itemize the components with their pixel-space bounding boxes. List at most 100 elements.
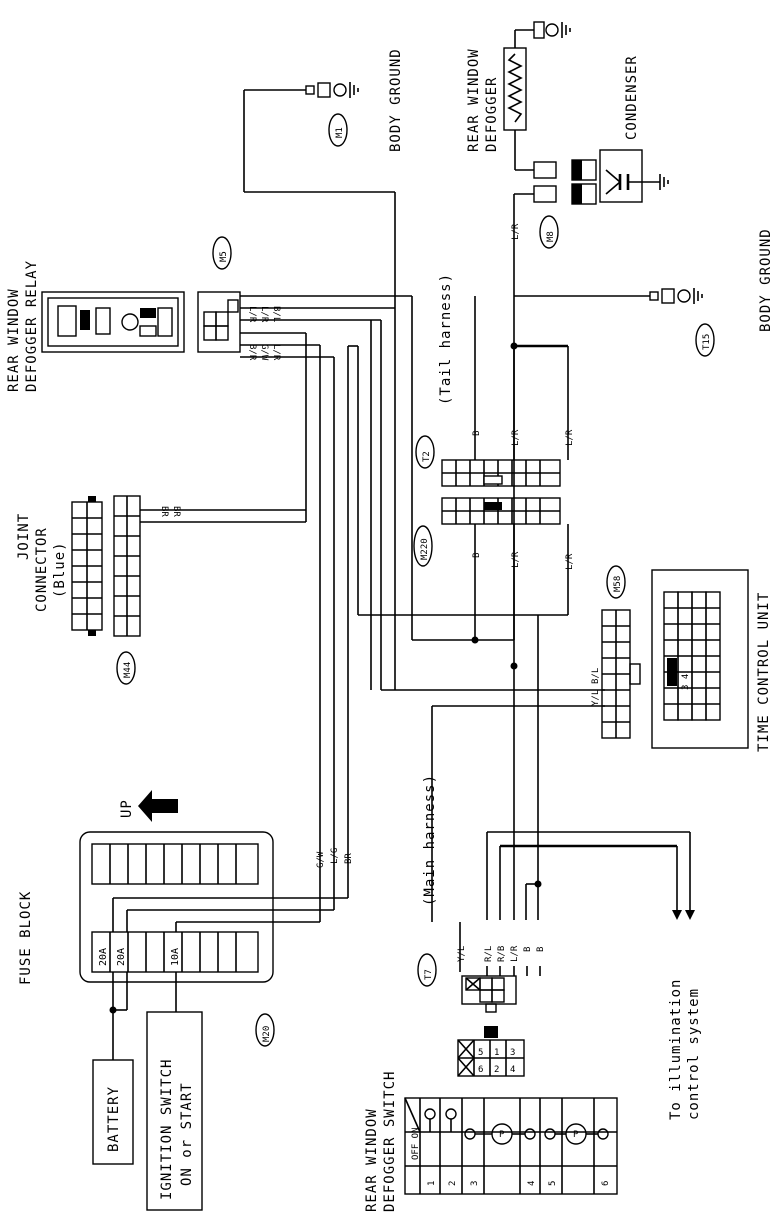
m8-wire-labels: B/L Y/L xyxy=(591,668,601,706)
relay-label-1: REAR WINDOW xyxy=(6,288,22,392)
t7-wire-label: L/R xyxy=(511,223,521,240)
m44-wire-labels: BR BR xyxy=(159,506,181,517)
m58-connector-tag: T7 xyxy=(417,953,437,987)
defogger-label-1: REAR WINDOW xyxy=(466,48,482,152)
m1-connector-tag: M1 xyxy=(328,113,348,147)
relay-label-2: DEFOGGER RELAY xyxy=(24,260,40,392)
m58-pin-4: 2 xyxy=(494,1065,499,1075)
ignition-switch-label-1: IGNITION SWITCH xyxy=(159,1059,175,1200)
switch-row-4: 4 xyxy=(527,1181,537,1186)
switch-label-1: REAR WINDOW xyxy=(364,1108,380,1212)
m5-wire-5: G/W xyxy=(259,344,269,361)
t2-wire-3: L/R xyxy=(565,429,575,446)
t2-connector xyxy=(441,459,561,487)
tail-harness-wires xyxy=(474,296,569,920)
illumination-arrows xyxy=(672,910,695,920)
m58-wire-5: B xyxy=(523,947,533,952)
battery-label: BATTERY xyxy=(106,1086,122,1152)
condenser-label: CONDENSER xyxy=(624,55,640,140)
illumination-label-2: control system xyxy=(686,988,702,1120)
tcu-pins: 3 4 xyxy=(681,674,691,690)
switch-row-5: 5 xyxy=(548,1181,558,1186)
t2-wire-1: B xyxy=(472,431,482,436)
time-control-unit-label: TIME CONTROL UNIT xyxy=(756,592,772,752)
body-ground-top-label: BODY GROUND xyxy=(388,48,404,152)
m44-wire-2: BR xyxy=(171,506,181,517)
m58-wire-3: R/B xyxy=(497,946,507,962)
svg-text:M5: M5 xyxy=(219,251,229,262)
defogger-feed-wire xyxy=(513,193,534,640)
t7-connector-tag: M8 xyxy=(539,215,559,249)
m44-wire-1: BR xyxy=(159,506,169,517)
m20-wire-3: BR xyxy=(344,853,354,864)
switch-row-1: 1 xyxy=(427,1181,437,1186)
joint-connector xyxy=(71,495,141,637)
joint-connector-wires xyxy=(140,509,306,523)
svg-text:T15: T15 xyxy=(702,334,712,350)
svg-text:M8: M8 xyxy=(546,231,556,242)
svg-text:M1: M1 xyxy=(335,127,345,138)
m58-wire-2: R/L xyxy=(484,946,494,962)
m58-wire-1: Y/L xyxy=(457,946,467,962)
t2-wire-2: L/R xyxy=(511,429,521,446)
svg-text:P: P xyxy=(573,1130,579,1140)
fuse-block: 20A 20A 10A xyxy=(79,831,274,983)
m5-wire-2: L/R xyxy=(259,306,269,323)
joint-connector-label-2: CONNECTOR xyxy=(34,527,50,612)
svg-text:M220: M220 xyxy=(420,538,430,560)
m1-ground-wire xyxy=(243,89,396,308)
fuse-2-label: 20A xyxy=(116,948,127,966)
m220-wire-labels: B L/R L/R xyxy=(472,551,575,570)
m5-wire-6: L/R xyxy=(271,344,281,361)
switch-truth-table: OFF ON 1 2 3 4 5 6 P P xyxy=(404,1097,618,1195)
time-control-unit: 3 4 xyxy=(651,569,749,749)
main-harness-wires xyxy=(486,615,691,920)
up-label: UP xyxy=(119,799,135,818)
m58-stub-wires xyxy=(459,922,541,976)
fuse-1-label: 20A xyxy=(98,948,109,966)
t7-connector xyxy=(533,159,597,205)
svg-text:P: P xyxy=(499,1130,505,1140)
condenser xyxy=(599,149,669,203)
m58-pin-1: 5 xyxy=(478,1048,483,1058)
m220-wire-2: L/R xyxy=(511,551,521,568)
power-feed-wires xyxy=(112,897,348,1060)
ignition-switch-box xyxy=(146,1011,203,1211)
joint-connector-label-1: JOINT xyxy=(16,513,32,560)
switch-row-6: 6 xyxy=(601,1181,611,1186)
m58-pin-3: 6 xyxy=(478,1065,483,1075)
svg-text:M20: M20 xyxy=(262,1026,272,1042)
m58-pin-5: 3 xyxy=(510,1048,515,1058)
m8-wire-2: Y/L xyxy=(591,690,601,706)
m8-wires xyxy=(370,320,605,922)
m58-wire-labels: Y/L R/L R/B L/R B B xyxy=(457,945,546,962)
m220-wire-1: B xyxy=(472,553,482,558)
m8-wire-1: B/L xyxy=(591,668,601,684)
switch-label-2: DEFOGGER SWITCH xyxy=(382,1071,398,1212)
body-ground-right-label: BODY GROUND xyxy=(758,228,772,332)
m20-wire-2: L/G xyxy=(330,848,340,864)
body-ground-icon xyxy=(305,82,359,98)
m8-connector xyxy=(601,609,641,739)
m5-wire-labels: L/R L/R B/L B/R G/W L/R xyxy=(247,306,281,361)
m58-wire-6: B xyxy=(536,947,546,952)
m220-wire-3: L/R xyxy=(565,553,575,570)
svg-text:M58: M58 xyxy=(613,576,623,592)
t15-connector-tag: T15 xyxy=(695,323,715,357)
t2-wire-labels: B L/R L/R xyxy=(472,429,575,446)
m58-connector xyxy=(461,975,517,1013)
switch-table-header: OFF ON xyxy=(411,1127,421,1160)
m58-pin-2: 1 xyxy=(494,1048,499,1058)
ignition-switch-label-2: ON or START xyxy=(179,1082,195,1186)
switch-row-2: 2 xyxy=(448,1181,458,1186)
m220-connector xyxy=(441,497,561,525)
fuse-3-label: 10A xyxy=(170,948,181,966)
main-harness-label: (Main harness) xyxy=(422,774,438,906)
tail-harness-label: (Tail harness) xyxy=(438,273,454,405)
m20-connector-tag: M20 xyxy=(255,1013,275,1047)
relay-wires xyxy=(240,295,605,922)
svg-text:T2: T2 xyxy=(422,451,432,462)
rear-defogger-element xyxy=(503,21,571,171)
illumination-label-1: To illumination xyxy=(668,979,684,1120)
